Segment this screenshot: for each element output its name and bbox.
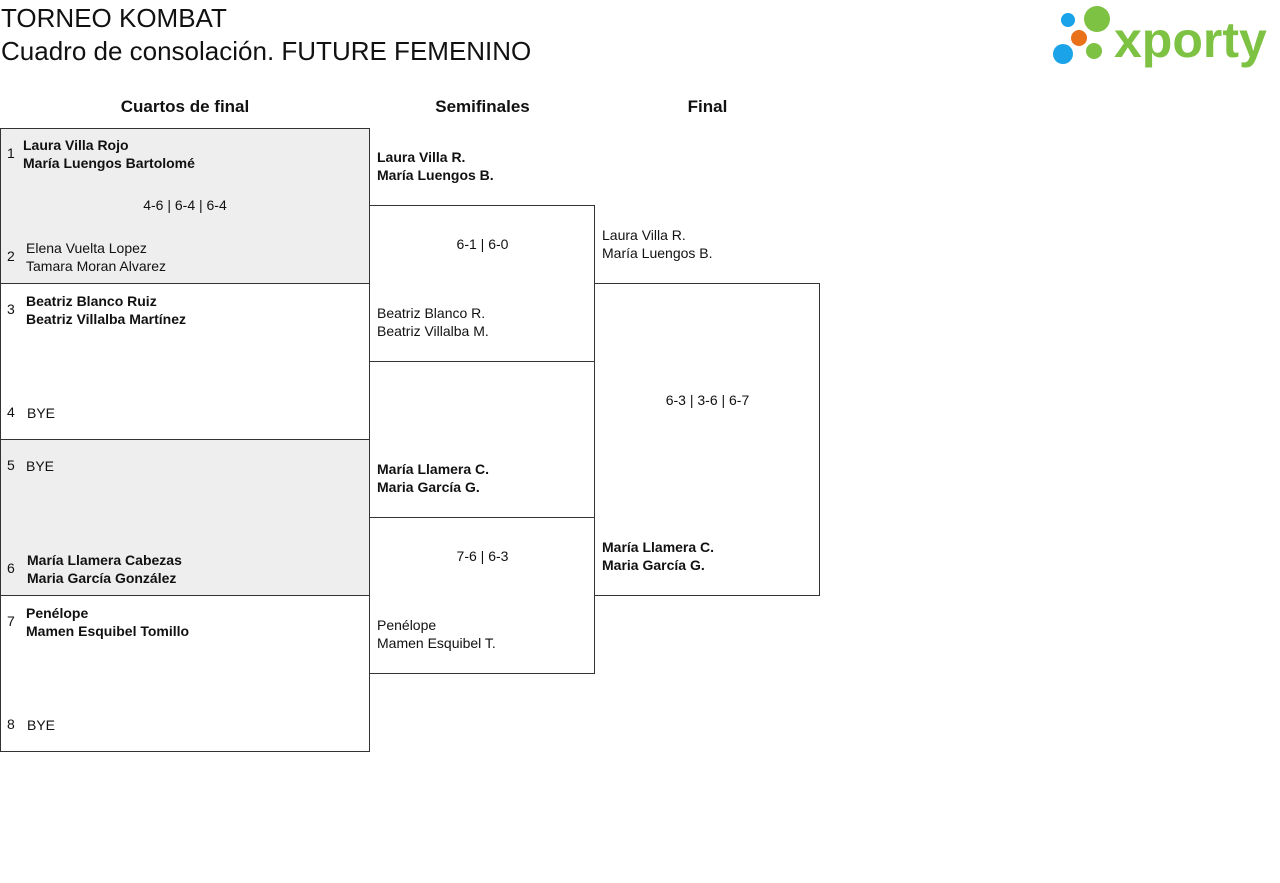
player-name: Elena Vuelta Lopez [26,240,147,256]
team-sf2-top: María Llamera C. Maria García G. [377,460,489,496]
team-qf4-top: Penélope Mamen Esquibel Tomillo [26,604,189,640]
seed-number: 7 [7,613,15,629]
player-name: Beatriz Blanco R. [377,305,486,321]
team-qf3-top: BYE [26,457,54,475]
player-name: Tamara Moran Alvarez [26,258,167,274]
team-qf1-top: Laura Villa Rojo María Luengos Bartolomé [23,136,195,172]
team-qf3-bottom: María Llamera Cabezas Maria García Gonzá… [27,551,182,587]
logo-dot-blue-bottom [1053,44,1073,64]
team-final-bottom: María Llamera C. Maria García G. [602,538,714,574]
player-name: María Llamera C. [602,539,715,555]
xporty-logo[interactable]: xporty [1050,4,1278,68]
team-sf2-bottom: Penélope Mamen Esquibel T. [377,616,496,652]
player-name: Maria García González [27,570,177,586]
bye-label: BYE [26,458,55,474]
qf-match-3 [0,439,370,596]
final-match [594,283,820,596]
team-sf1-bottom: Beatriz Blanco R. Beatriz Villalba M. [377,304,489,340]
player-name: Beatriz Blanco Ruiz [26,293,157,309]
player-name: María Llamera C. [377,461,490,477]
bye-label: BYE [27,405,56,421]
seed-number: 1 [7,145,15,161]
seed-number: 4 [7,404,15,420]
draw-subtitle: Cuadro de consolación. FUTURE FEMENINO [1,36,532,66]
player-name: Laura Villa R. [377,149,466,165]
logo-dot-green-top [1084,6,1110,32]
seed-number: 5 [7,457,15,473]
logo-dot-blue-top [1061,13,1075,27]
team-qf4-bottom: BYE [27,716,55,734]
team-final-top: Laura Villa R. María Luengos B. [602,226,713,262]
player-name: Beatriz Villalba M. [377,323,489,339]
seed-number: 3 [7,301,15,317]
team-qf2-bottom: BYE [27,404,55,422]
seed-number: 6 [7,560,15,576]
logo-wordmark: xporty [1114,12,1267,68]
player-name: María Luengos Bartolomé [23,155,195,171]
team-sf1-top: Laura Villa R. María Luengos B. [377,148,494,184]
tournament-title: TORNEO KOMBAT [1,3,227,33]
player-name: María Luengos B. [377,167,494,183]
player-name: Mamen Esquibel Tomillo [26,623,190,639]
round-header-quarterfinals: Cuartos de final [120,97,250,116]
team-qf1-bottom: Elena Vuelta Lopez Tamara Moran Alvarez [26,239,166,275]
player-name: Penélope [377,617,437,633]
player-name: Maria García G. [377,479,480,495]
final-score: 6-3 | 3-6 | 6-7 [665,392,750,408]
round-header-semifinals: Semifinales [435,97,530,116]
seed-number: 2 [7,248,15,264]
logo-dot-orange [1071,30,1087,46]
logo-dot-green-bottom [1086,43,1102,59]
player-name: Laura Villa R. [602,227,686,243]
qf-match-1 [0,128,370,284]
player-name: María Luengos B. [602,245,713,261]
seed-number: 8 [7,716,15,732]
sf2-score: 7-6 | 6-3 [456,548,509,564]
sf1-score: 6-1 | 6-0 [456,236,509,252]
player-name: María Llamera Cabezas [27,552,182,568]
player-name: Penélope [26,605,89,621]
player-name: Mamen Esquibel T. [377,635,496,651]
player-name: Maria García G. [602,557,705,573]
player-name: Laura Villa Rojo [23,137,129,153]
round-header-final: Final [687,97,728,116]
qf1-score: 4-6 | 6-4 | 6-4 [143,197,227,213]
bye-label: BYE [27,717,56,733]
team-qf2-top: Beatriz Blanco Ruiz Beatriz Villalba Mar… [26,292,186,328]
player-name: Beatriz Villalba Martínez [26,311,187,327]
